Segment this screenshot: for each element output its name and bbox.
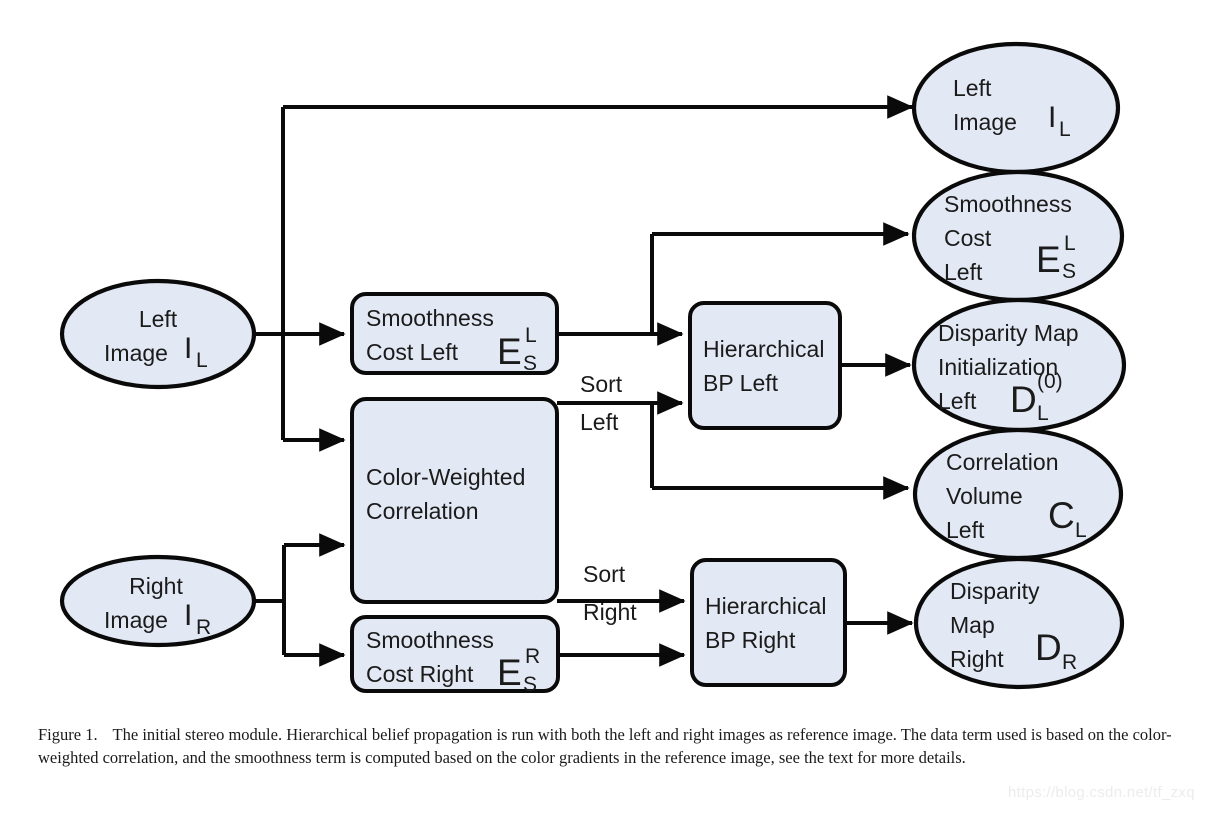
left-image-input-line2: Image bbox=[104, 340, 168, 366]
output-disparity-map-right-line3: Right bbox=[950, 646, 1004, 672]
output-correlation-volume-left[interactable]: Correlation Volume Left C L bbox=[912, 427, 1124, 561]
smoothness-cost-left-symbol: E bbox=[497, 331, 522, 372]
sort-left-label-line1: Sort bbox=[580, 371, 623, 397]
hierarchical-bp-right-box[interactable] bbox=[690, 558, 847, 687]
right-image-input-symbol: I bbox=[184, 599, 192, 632]
output-left-image-ellipse[interactable] bbox=[911, 41, 1121, 175]
hierarchical-bp-right[interactable]: Hierarchical BP Right bbox=[690, 558, 847, 687]
stereo-module-diagram: Sort Left Sort Right Left Image I L Righ… bbox=[59, 41, 1127, 696]
output-smoothness-cost-left-line1: Smoothness bbox=[944, 191, 1072, 217]
left-image-input-symbol-sub: L bbox=[196, 349, 208, 372]
output-disparity-map-init-left-line1: Disparity Map bbox=[938, 320, 1079, 346]
output-left-image-line2: Image bbox=[953, 109, 1017, 135]
output-disparity-map-init-left-line3: Left bbox=[938, 388, 977, 414]
smoothness-cost-left-symbol-sup: L bbox=[525, 324, 537, 347]
right-image-input-symbol-sub: R bbox=[196, 616, 211, 639]
output-correlation-volume-left-symbol-sub: L bbox=[1075, 519, 1087, 542]
smoothness-cost-left-line2: Cost Left bbox=[366, 339, 459, 365]
smoothness-cost-right-symbol-sup: R bbox=[525, 645, 540, 668]
edge-labels-layer: Sort Left Sort Right bbox=[580, 371, 637, 625]
output-smoothness-cost-left-symbol-sup: L bbox=[1064, 232, 1076, 255]
output-disparity-map-right-symbol-sub: R bbox=[1062, 651, 1077, 674]
figure-caption: Figure 1. The initial stereo module. Hie… bbox=[38, 723, 1198, 770]
edges-layer bbox=[255, 95, 914, 667]
hierarchical-bp-left-line1: Hierarchical bbox=[703, 336, 824, 362]
hierarchical-bp-left-line2: BP Left bbox=[703, 370, 779, 396]
output-smoothness-cost-left-symbol-sub: S bbox=[1062, 260, 1076, 283]
smoothness-cost-left-symbol-sub: S bbox=[523, 352, 537, 375]
sort-left-label-line2: Left bbox=[580, 409, 619, 435]
output-disparity-map-init-left-symbol: D bbox=[1010, 379, 1037, 420]
output-disparity-map-right-ellipse[interactable] bbox=[913, 556, 1125, 690]
smoothness-cost-left-line1: Smoothness bbox=[366, 305, 494, 331]
smoothness-cost-right-line1: Smoothness bbox=[366, 627, 494, 653]
right-image-input[interactable]: Right Image I R bbox=[59, 554, 257, 648]
figure-caption-label: Figure 1. bbox=[38, 725, 98, 744]
output-disparity-map-init-left-symbol-sup: (0) bbox=[1037, 370, 1063, 393]
hierarchical-bp-left-box[interactable] bbox=[688, 301, 842, 430]
left-image-input-line1: Left bbox=[139, 306, 178, 332]
left-image-input[interactable]: Left Image I L bbox=[59, 278, 257, 390]
left-image-input-symbol: I bbox=[184, 332, 192, 365]
right-image-input-ellipse[interactable] bbox=[59, 554, 257, 648]
output-disparity-map-right[interactable]: Disparity Map Right D R bbox=[913, 556, 1125, 690]
smoothness-cost-right-symbol: E bbox=[497, 652, 522, 693]
smoothness-cost-right-line2: Cost Right bbox=[366, 661, 474, 687]
hierarchical-bp-right-line2: BP Right bbox=[705, 627, 796, 653]
right-image-input-line1: Right bbox=[129, 573, 183, 599]
output-disparity-map-right-line1: Disparity bbox=[950, 578, 1040, 604]
output-disparity-map-init-left-line2: Initialization bbox=[938, 354, 1058, 380]
output-correlation-volume-left-line3: Left bbox=[946, 517, 985, 543]
output-disparity-map-right-symbol: D bbox=[1035, 627, 1062, 668]
output-smoothness-cost-left-line2: Cost bbox=[944, 225, 992, 251]
output-left-image-line1: Left bbox=[953, 75, 992, 101]
color-weighted-correlation[interactable]: Color-Weighted Correlation bbox=[350, 397, 559, 604]
color-weighted-correlation-line2: Correlation bbox=[366, 498, 479, 524]
smoothness-cost-right-symbol-sub: S bbox=[523, 673, 537, 696]
sort-right-label-line1: Sort bbox=[583, 561, 626, 587]
output-disparity-map-right-line2: Map bbox=[950, 612, 995, 638]
output-correlation-volume-left-line2: Volume bbox=[946, 483, 1023, 509]
smoothness-cost-right[interactable]: Smoothness Cost Right E R S bbox=[350, 615, 560, 696]
output-left-image[interactable]: Left Image I L bbox=[911, 41, 1121, 175]
smoothness-cost-right-box[interactable] bbox=[350, 615, 560, 693]
output-correlation-volume-left-symbol: C bbox=[1048, 495, 1075, 536]
color-weighted-correlation-line1: Color-Weighted bbox=[366, 464, 525, 490]
output-smoothness-cost-left-symbol: E bbox=[1036, 239, 1061, 280]
output-disparity-map-init-left[interactable]: Disparity Map Initialization Left D (0) … bbox=[911, 297, 1127, 433]
output-correlation-volume-left-line1: Correlation bbox=[946, 449, 1059, 475]
output-smoothness-cost-left[interactable]: Smoothness Cost Left E L S bbox=[911, 169, 1125, 303]
hierarchical-bp-right-line1: Hierarchical bbox=[705, 593, 826, 619]
left-image-input-ellipse[interactable] bbox=[59, 278, 257, 390]
output-smoothness-cost-left-line3: Left bbox=[944, 259, 983, 285]
figure-caption-text: The initial stereo module. Hierarchical … bbox=[38, 725, 1172, 768]
watermark-text: https://blog.csdn.net/tf_zxq bbox=[1008, 784, 1195, 801]
hierarchical-bp-left[interactable]: Hierarchical BP Left bbox=[688, 301, 842, 430]
output-left-image-symbol-sub: L bbox=[1059, 118, 1071, 141]
output-left-image-symbol: I bbox=[1048, 101, 1056, 134]
smoothness-cost-left-box[interactable] bbox=[350, 292, 559, 375]
right-image-input-line2: Image bbox=[104, 607, 168, 633]
sort-right-label-line2: Right bbox=[583, 599, 637, 625]
smoothness-cost-left[interactable]: Smoothness Cost Left E L S bbox=[350, 292, 559, 375]
output-disparity-map-init-left-symbol-sub: L bbox=[1037, 402, 1049, 425]
color-weighted-correlation-box[interactable] bbox=[350, 397, 559, 604]
